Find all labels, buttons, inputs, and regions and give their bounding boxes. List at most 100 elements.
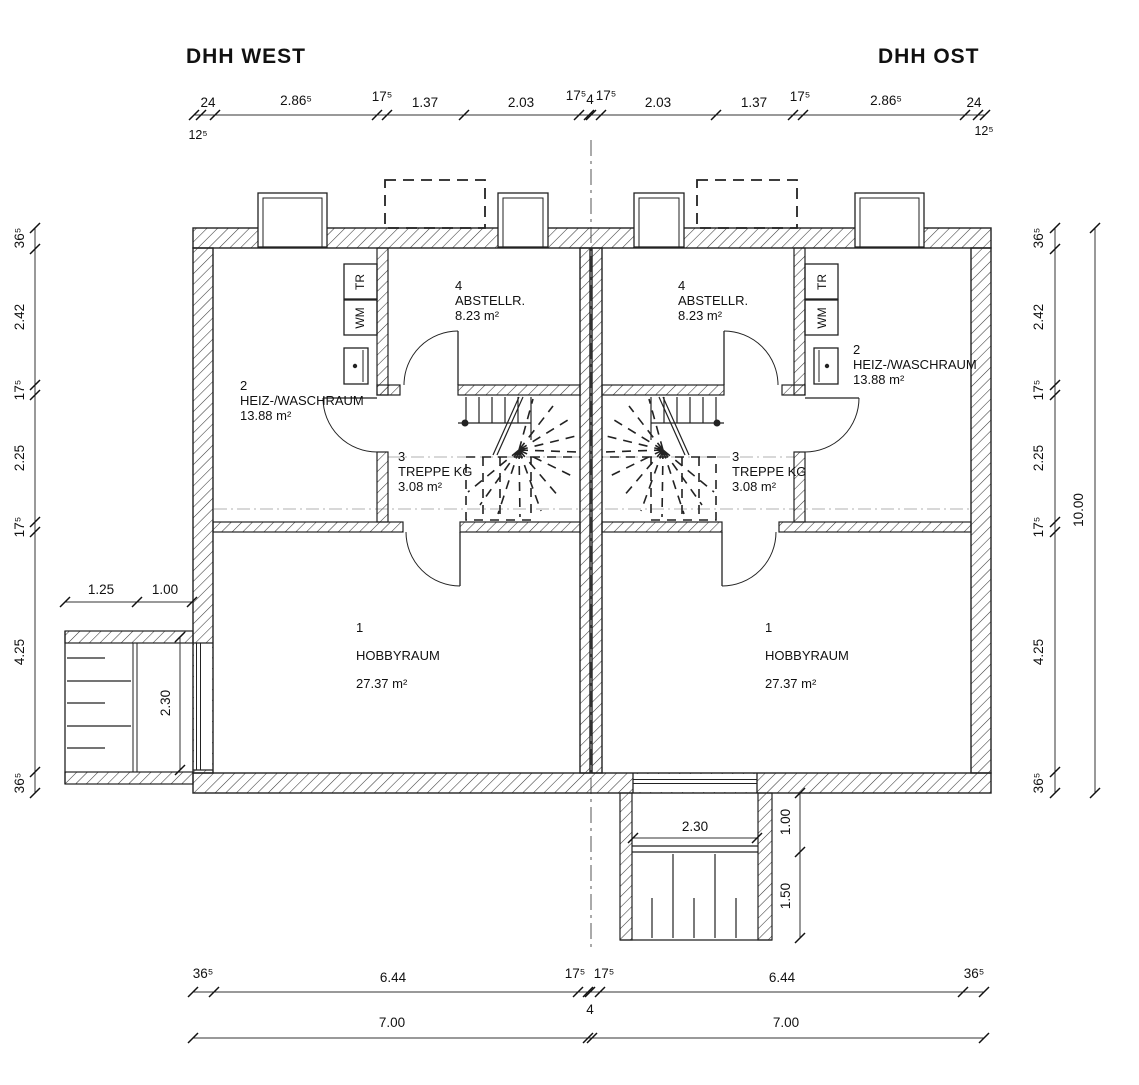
svg-text:24: 24 — [966, 95, 982, 110]
svg-text:3.08 m²: 3.08 m² — [732, 479, 777, 494]
room-label-abstellraum-west: 4 ABSTELLR. 8.23 m² — [455, 278, 525, 323]
south-wall-opening — [632, 773, 758, 793]
svg-text:1.50: 1.50 — [778, 883, 793, 909]
west-wall-window — [193, 642, 213, 771]
svg-text:2.86⁵: 2.86⁵ — [280, 93, 312, 108]
ticks-top — [188, 109, 991, 121]
svg-text:HOBBYRAUM: HOBBYRAUM — [356, 648, 440, 663]
ticks-left — [29, 222, 41, 799]
room-label-treppe-west: 3 TREPPE KG 3.08 m² — [398, 449, 472, 494]
ticks-south-v — [794, 787, 806, 944]
svg-text:HEIZ-/WASCHRAUM: HEIZ-/WASCHRAUM — [853, 357, 977, 372]
svg-text:6.44: 6.44 — [769, 970, 796, 985]
svg-text:3: 3 — [732, 449, 739, 464]
svg-text:13.88 m²: 13.88 m² — [240, 408, 292, 423]
svg-text:17⁵: 17⁵ — [596, 88, 617, 103]
dim-labels-stair-south: 2.30 1.00 1.50 — [682, 809, 793, 909]
title-dhh-west: DHH WEST — [186, 45, 306, 68]
svg-text:HOBBYRAUM: HOBBYRAUM — [765, 648, 849, 663]
dim-4-bottom: 4 — [586, 1002, 594, 1017]
room-label-treppe-ost: 3 TREPPE KG 3.08 m² — [732, 449, 806, 494]
svg-text:17⁵: 17⁵ — [790, 89, 811, 104]
svg-text:ABSTELLR.: ABSTELLR. — [678, 293, 748, 308]
svg-text:2.30: 2.30 — [158, 690, 173, 716]
svg-text:2: 2 — [853, 342, 860, 357]
svg-text:2.42: 2.42 — [12, 304, 27, 330]
interior-walls-ost — [601, 247, 972, 533]
svg-text:1.25: 1.25 — [88, 582, 114, 597]
exterior-stair-west — [64, 630, 194, 785]
svg-text:2.30: 2.30 — [682, 819, 708, 834]
svg-text:1.00: 1.00 — [152, 582, 178, 597]
svg-text:2: 2 — [240, 378, 247, 393]
newel-dot-ost — [713, 419, 721, 427]
svg-text:36⁵: 36⁵ — [1031, 228, 1046, 249]
svg-text:2.03: 2.03 — [645, 95, 671, 110]
dim-labels-left: 36⁵ 2.42 17⁵ 2.25 17⁵ 4.25 36⁵ — [12, 228, 27, 794]
exterior-walls — [192, 227, 992, 794]
tr-label-ost: TR — [815, 274, 829, 290]
svg-text:3: 3 — [398, 449, 405, 464]
svg-text:36⁵: 36⁵ — [193, 966, 214, 981]
dim-labels-top: 24 2.86⁵ 17⁵ 1.37 2.03 17⁵ 4 17⁵ 2.03 1.… — [188, 88, 993, 142]
svg-text:24: 24 — [200, 95, 216, 110]
room-label-abstellraum-ost: 4 ABSTELLR. 8.23 m² — [678, 278, 748, 323]
ticks-right-outer — [1089, 222, 1101, 799]
wm-label-west: WM — [353, 307, 367, 328]
svg-text:17⁵: 17⁵ — [594, 966, 615, 981]
ticks-south-h — [627, 832, 763, 844]
boiler-ost — [813, 347, 839, 385]
light-wells-top — [257, 179, 925, 248]
svg-text:TREPPE KG: TREPPE KG — [732, 464, 806, 479]
tr-label-west: TR — [353, 274, 367, 290]
svg-text:6.44: 6.44 — [380, 970, 407, 985]
stair-west — [458, 396, 580, 521]
dim-labels-bottom: 36⁵ 6.44 17⁵ 17⁵ 6.44 36⁵ 4 7.00 7.00 — [193, 966, 985, 1030]
dim-12-5-left: 12⁵ — [188, 128, 207, 142]
svg-text:4.25: 4.25 — [1031, 639, 1046, 665]
svg-text:2.03: 2.03 — [508, 95, 534, 110]
dim-12-5-right: 12⁵ — [974, 124, 993, 138]
svg-text:1.37: 1.37 — [412, 95, 438, 110]
party-wall — [579, 247, 603, 774]
svg-text:7.00: 7.00 — [773, 1015, 799, 1030]
svg-text:1: 1 — [356, 620, 363, 635]
ticks-stairwest-h — [59, 596, 198, 608]
dim-total-height: 10.00 — [1071, 493, 1086, 527]
svg-text:1.00: 1.00 — [778, 809, 793, 835]
svg-text:13.88 m²: 13.88 m² — [853, 372, 905, 387]
svg-text:17⁵: 17⁵ — [1031, 380, 1046, 401]
svg-text:4: 4 — [586, 92, 594, 107]
svg-text:36⁵: 36⁵ — [12, 773, 27, 794]
ticks-bottom2 — [187, 1032, 990, 1044]
svg-text:2.25: 2.25 — [12, 445, 27, 471]
svg-text:17⁵: 17⁵ — [1031, 517, 1046, 538]
svg-text:17⁵: 17⁵ — [565, 966, 586, 981]
exterior-stair-south — [619, 792, 773, 941]
room-label-heizwaschraum-ost: 2 HEIZ-/WASCHRAUM 13.88 m² — [853, 342, 977, 387]
svg-text:4: 4 — [455, 278, 462, 293]
svg-text:4: 4 — [678, 278, 685, 293]
svg-text:TREPPE KG: TREPPE KG — [398, 464, 472, 479]
svg-text:2.25: 2.25 — [1031, 445, 1046, 471]
appliance-boxes-west: TR WM — [343, 263, 378, 385]
svg-text:HEIZ-/WASCHRAUM: HEIZ-/WASCHRAUM — [240, 393, 364, 408]
ticks-right-inner — [1049, 222, 1061, 799]
svg-text:17⁵: 17⁵ — [566, 88, 587, 103]
ticks-bottom1 — [187, 986, 990, 998]
room-label-hobbyraum-ost: 1 HOBBYRAUM 27.37 m² — [765, 620, 849, 691]
svg-text:4.25: 4.25 — [12, 639, 27, 665]
appliance-boxes-ost: TR WM — [804, 263, 839, 385]
svg-text:8.23 m²: 8.23 m² — [455, 308, 500, 323]
svg-text:27.37 m²: 27.37 m² — [765, 676, 817, 691]
svg-text:ABSTELLR.: ABSTELLR. — [455, 293, 525, 308]
ticks-stairwest-v — [174, 631, 186, 776]
stair-ost — [602, 396, 724, 521]
interior-walls-west — [212, 247, 581, 533]
wm-label-ost: WM — [815, 307, 829, 328]
svg-text:17⁵: 17⁵ — [12, 517, 27, 538]
title-dhh-ost: DHH OST — [878, 45, 980, 68]
doors-ost — [721, 330, 860, 587]
doors-west — [322, 330, 461, 587]
